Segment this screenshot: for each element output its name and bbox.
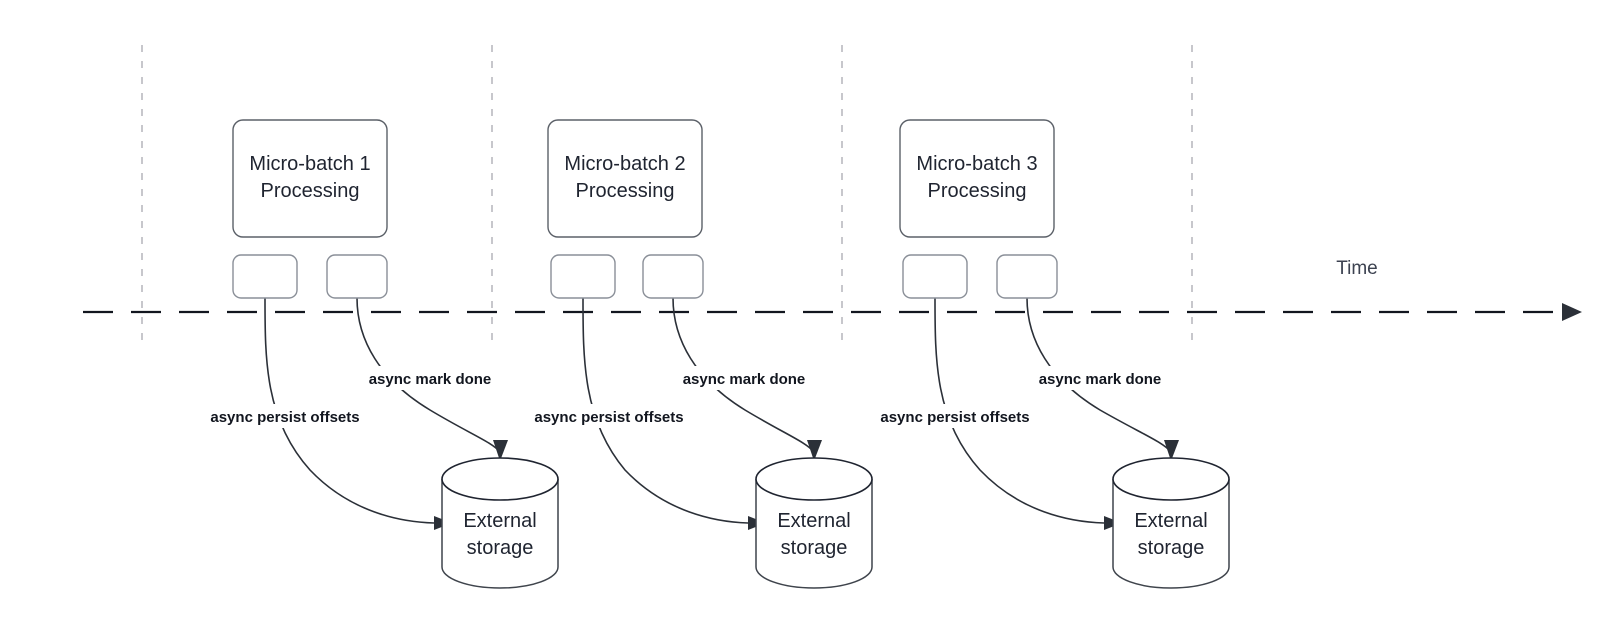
storage-label-1-line2: storage <box>467 537 534 559</box>
label-mask-persist-1 <box>192 404 378 428</box>
label-mask-persist-2 <box>516 404 702 428</box>
edge-label-persist-offsets-2: async persist offsets <box>534 409 683 426</box>
microbatch-label-2-line2: Processing <box>576 180 675 202</box>
mini-box-3a[interactable] <box>902 254 968 299</box>
edge-mark-done-3 <box>1026 297 1172 453</box>
arrow-head-done-2 <box>807 440 822 461</box>
cylinder-top-1 <box>441 457 559 501</box>
microbatch-label-3-line1: Micro-batch 3 <box>916 153 1037 175</box>
label-mask-done-3 <box>1028 366 1172 390</box>
microbatch-label-3-line2: Processing <box>928 180 1027 202</box>
external-storage-2[interactable]: External storage <box>755 457 873 589</box>
external-storage-3[interactable]: External storage <box>1112 457 1230 589</box>
guide-lines-group <box>141 45 1193 342</box>
edge-label-persist-offsets-1: async persist offsets <box>210 409 359 426</box>
edge-persist-offsets-2 <box>582 297 749 524</box>
edge-persist-offsets-3 <box>934 297 1105 524</box>
group-2: Micro-batch 2 Processing External storag… <box>516 119 873 589</box>
storage-label-2-line2: storage <box>781 537 848 559</box>
label-mask-done-1 <box>358 366 502 390</box>
time-axis-group: Time <box>83 258 1582 321</box>
edge-label-mark-done-2: async mark done <box>683 371 806 388</box>
mini-box-3b[interactable] <box>996 254 1058 299</box>
arrow-head-done-1 <box>493 440 508 461</box>
edge-label-mark-done-3: async mark done <box>1039 371 1162 388</box>
time-axis-label: Time <box>1336 258 1378 279</box>
label-mask-done-2 <box>672 366 816 390</box>
arrow-head-done-3 <box>1164 440 1179 461</box>
edge-mark-done-1 <box>356 297 501 453</box>
cylinder-body-1 <box>441 479 559 589</box>
microbatch-box-1[interactable] <box>232 119 388 238</box>
mini-box-2a[interactable] <box>550 254 616 299</box>
microbatch-label-1-line1: Micro-batch 1 <box>249 153 370 175</box>
storage-label-3-line2: storage <box>1138 537 1205 559</box>
storage-label-3-line1: External <box>1134 510 1207 532</box>
cylinder-top-2 <box>755 457 873 501</box>
microbatch-label-1-line2: Processing <box>261 180 360 202</box>
mini-box-1a[interactable] <box>232 254 298 299</box>
label-mask-persist-3 <box>862 404 1048 428</box>
group-1: Micro-batch 1 Processing External storag… <box>192 119 559 589</box>
mini-box-1b[interactable] <box>326 254 388 299</box>
cylinder-body-2 <box>755 479 873 589</box>
edge-persist-offsets-1 <box>264 297 435 524</box>
microbatch-box-2[interactable] <box>547 119 703 238</box>
cylinder-body-3 <box>1112 479 1230 589</box>
mini-box-2b[interactable] <box>642 254 704 299</box>
external-storage-1[interactable]: External storage <box>441 457 559 589</box>
cylinder-top-3 <box>1112 457 1230 501</box>
group-3: Micro-batch 3 Processing External storag… <box>862 119 1230 589</box>
arrow-right-icon <box>1562 303 1582 321</box>
edge-mark-done-2 <box>672 297 815 453</box>
edge-label-mark-done-1: async mark done <box>369 371 492 388</box>
edge-label-persist-offsets-3: async persist offsets <box>880 409 1029 426</box>
microbatch-box-3[interactable] <box>899 119 1055 238</box>
storage-label-2-line1: External <box>777 510 850 532</box>
microbatch-label-2-line1: Micro-batch 2 <box>564 153 685 175</box>
storage-label-1-line1: External <box>463 510 536 532</box>
